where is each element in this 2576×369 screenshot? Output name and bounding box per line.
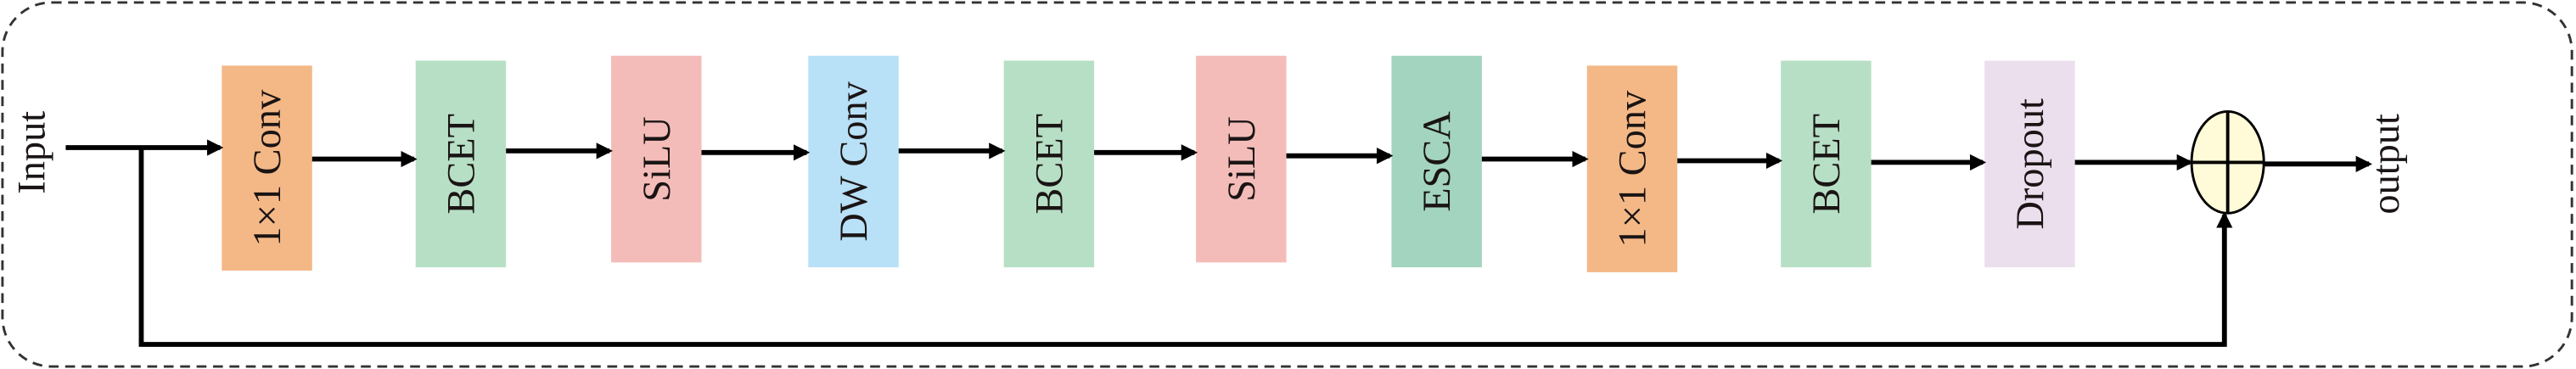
block-bcet: BCET	[415, 60, 507, 268]
block-box	[415, 60, 507, 268]
block-box	[808, 55, 899, 268]
block-box	[1391, 55, 1482, 268]
block-label: 1×1 Conv	[1611, 90, 1654, 247]
circle-plus-icon	[2190, 110, 2265, 215]
block-bcet: BCET	[1003, 60, 1095, 268]
input-label: Input	[10, 111, 53, 194]
block-dw-conv: DW Conv	[808, 55, 899, 268]
block-label: SiLU	[636, 116, 679, 202]
block-label: SiLU	[1221, 116, 1264, 202]
block-box	[1781, 60, 1872, 268]
block-box	[1984, 60, 2075, 268]
skip-connection-arrow	[138, 148, 2233, 347]
block-box	[1586, 65, 1678, 272]
block-1-1-conv: 1×1 Conv	[1586, 65, 1678, 272]
block-box	[1196, 55, 1287, 263]
output-label: output	[2365, 114, 2408, 215]
block-box	[611, 55, 702, 263]
block-dropout: Dropout	[1984, 60, 2075, 268]
block-label: ESCA	[1416, 111, 1459, 212]
block-label: BCET	[1805, 114, 1849, 215]
block-label: DW Conv	[833, 81, 876, 241]
block-silu: SiLU	[1196, 55, 1287, 263]
block-label: BCET	[1028, 114, 1071, 215]
block-bcet: BCET	[1781, 60, 1872, 268]
block-esca: ESCA	[1391, 55, 1482, 268]
block-box	[222, 65, 312, 271]
block-label: 1×1 Conv	[246, 89, 289, 246]
block-silu: SiLU	[611, 55, 702, 263]
block-box	[1003, 60, 1095, 268]
block-1-1-conv: 1×1 Conv	[222, 65, 312, 271]
block-label: Dropout	[2009, 98, 2052, 230]
block-label: BCET	[440, 114, 483, 215]
